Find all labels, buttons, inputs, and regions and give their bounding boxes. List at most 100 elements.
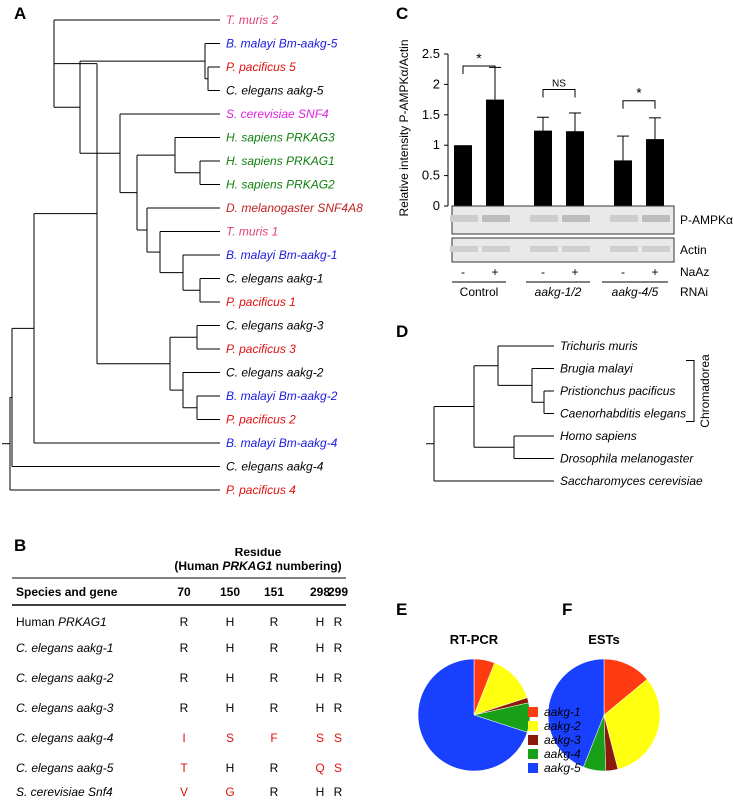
- table-cell: R: [334, 641, 343, 655]
- table-cell: R: [180, 615, 189, 629]
- y-tick-label: 1: [433, 137, 440, 152]
- y-tick-label: 0.5: [422, 168, 440, 183]
- table-cell: H: [316, 785, 325, 798]
- blot-band: [610, 246, 638, 252]
- panel-c-label: C: [396, 4, 409, 23]
- table-header-numbering: (Human PRKAG1 numbering): [174, 559, 341, 573]
- tree-a-leaf-label: H. sapiens PRKAG3: [226, 131, 335, 145]
- row-label-naaz: NaAz: [680, 265, 709, 279]
- legend-swatch: [528, 749, 538, 759]
- blot-band: [642, 215, 670, 222]
- significance-label: *: [476, 50, 482, 66]
- table-cell: R: [270, 671, 279, 685]
- table-cell: S: [334, 761, 342, 775]
- legend-swatch: [528, 707, 538, 717]
- group-label: aakg-1/2: [535, 285, 582, 299]
- panel-d-label: D: [396, 322, 409, 341]
- blot-band: [482, 246, 510, 252]
- bar: [566, 131, 584, 206]
- table-row-species: C. elegans aakg-2: [16, 671, 114, 685]
- tree-a-leaf-label: C. elegans aakg-1: [226, 272, 323, 286]
- species-label: Caenorhabditis elegans: [560, 407, 686, 421]
- tree-a-leaf-label: T. muris 2: [226, 13, 279, 27]
- table-row-species: C. elegans aakg-4: [16, 731, 114, 745]
- naaz-sign: +: [651, 265, 658, 279]
- bar: [614, 160, 632, 206]
- significance-bracket: [542, 89, 576, 98]
- tree-a-leaf-label: B. malayi Bm-aakg-1: [226, 248, 337, 262]
- blot-band: [562, 215, 590, 222]
- tree-a-leaf-label: P. pacificus 2: [226, 413, 296, 427]
- bar: [486, 99, 504, 206]
- tree-a-leaf-label: T. muris 1: [226, 225, 278, 239]
- species-label: Homo sapiens: [560, 429, 637, 443]
- legend-label: aakg-3: [544, 733, 581, 747]
- bar: [454, 145, 472, 206]
- table-row-species: Human PRKAG1: [16, 615, 107, 629]
- tree-a-leaf-label: H. sapiens PRKAG1: [226, 154, 335, 168]
- tree-a-leaf-label: P. pacificus 1: [226, 295, 296, 309]
- pie-slice: [417, 658, 528, 772]
- legend-label: aakg-1: [544, 705, 581, 719]
- tree-a-leaf-label: B. malayi Bm-aakg-5: [226, 37, 338, 51]
- table-row-species: C. elegans aakg-3: [16, 701, 114, 715]
- y-axis-label: Relative intensity P-AMPKα/Actin: [397, 40, 411, 217]
- tree-a-leaf-label: P. pacificus 5: [226, 60, 296, 74]
- species-label: Trichuris muris: [560, 339, 638, 353]
- table-cell: H: [226, 641, 235, 655]
- residue-table: Residue(Human PRKAG1 numbering) Species a…: [12, 548, 348, 798]
- blot-label-pampk: P-AMPKα: [680, 213, 733, 227]
- table-col-header: 298: [310, 585, 330, 599]
- blot-band: [450, 246, 478, 252]
- species-label: Pristionchus pacificus: [560, 384, 675, 398]
- panel-e-label: E: [396, 600, 408, 619]
- significance-bracket: [622, 100, 656, 109]
- table-col-label: Species and gene: [16, 585, 118, 599]
- table-cell: R: [180, 701, 189, 715]
- species-label: Drosophila melanogaster: [560, 452, 694, 466]
- significance-label: *: [636, 85, 642, 101]
- table-cell: R: [334, 785, 343, 798]
- y-tick-label: 1.5: [422, 107, 440, 122]
- table-cell: R: [334, 671, 343, 685]
- tree-a-leaf-label: C. elegans aakg-2: [226, 366, 324, 380]
- table-cell: R: [270, 761, 279, 775]
- table-cell: R: [334, 615, 343, 629]
- clade-label: Chromadorea: [698, 354, 712, 428]
- table-row-species: C. elegans aakg-1: [16, 641, 113, 655]
- legend-label: aakg-4: [544, 747, 581, 761]
- table-cell: R: [180, 641, 189, 655]
- table-cell: R: [270, 615, 279, 629]
- table-cell: R: [270, 701, 279, 715]
- group-label: aakg-4/5: [612, 285, 659, 299]
- blot-band: [642, 246, 670, 252]
- pie-title: RT-PCR: [450, 632, 499, 647]
- table-row-species: S. cerevisiae Snf4: [16, 785, 113, 798]
- tree-a-leaf-label: C. elegans aakg-5: [226, 84, 324, 98]
- pie-slice: [603, 678, 661, 770]
- blot-band: [562, 246, 590, 252]
- table-cell: H: [316, 641, 325, 655]
- table-cell: H: [316, 701, 325, 715]
- y-tick-label: 0: [433, 198, 440, 213]
- legend-swatch: [528, 763, 538, 773]
- tree-a-leaf-label: H. sapiens PRKAG2: [226, 178, 335, 192]
- table-cell: R: [180, 671, 189, 685]
- table-cell: H: [316, 615, 325, 629]
- species-label: Saccharomyces cerevisiae: [560, 474, 703, 488]
- blot-band: [450, 215, 478, 222]
- group-label: Control: [460, 285, 499, 299]
- legend-label: aakg-2: [544, 719, 581, 733]
- table-cell: S: [316, 731, 324, 745]
- table-cell: R: [334, 701, 343, 715]
- table-cell: R: [270, 641, 279, 655]
- tree-a-leaf-label: P. pacificus 3: [226, 342, 296, 356]
- bar: [646, 139, 664, 206]
- tree-a-leaf-label: S. cerevisiae SNF4: [226, 107, 329, 121]
- tree-a-leaf-label: C. elegans aakg-4: [226, 460, 324, 474]
- table-header-residue: Residue: [235, 548, 282, 559]
- species-label: Brugia malayi: [560, 362, 633, 376]
- tree-a-leaf-label: P. pacificus 4: [226, 483, 296, 497]
